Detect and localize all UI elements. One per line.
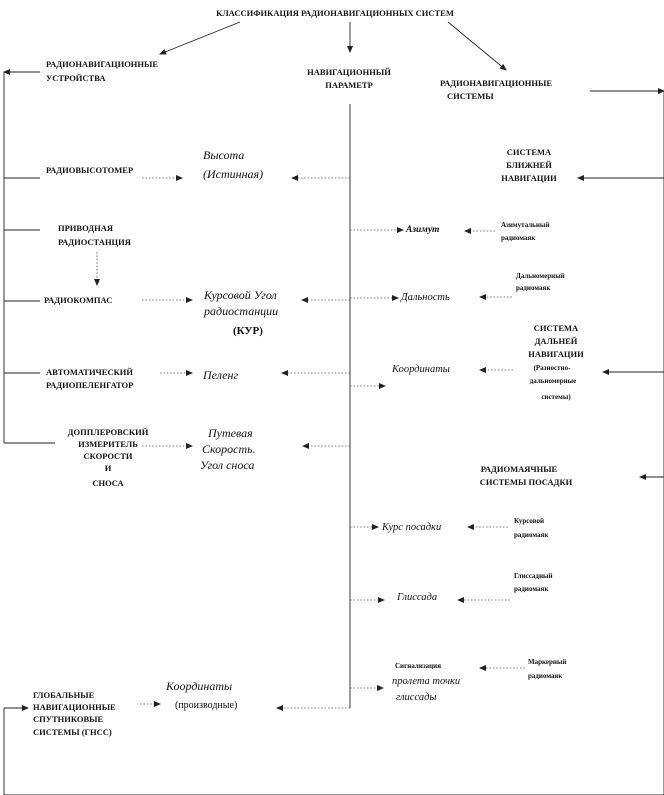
header-systems: РАДИОНАВИГАЦИОННЫЕ СИСТЕМЫ xyxy=(440,78,552,101)
svg-text:СПУТНИКОВЫЕ: СПУТНИКОВЫЕ xyxy=(33,714,103,724)
svg-text:НАВИГАЦИОННЫЕ: НАВИГАЦИОННЫЕ xyxy=(33,702,116,712)
system-landing: РАДИОМАЯЧНЫЕ СИСТЕМЫ ПОСАДКИ xyxy=(480,464,573,487)
svg-text:РАДИОНАВИГАЦИОННЫЕ: РАДИОНАВИГАЦИОННЫЕ xyxy=(46,59,158,69)
svg-text:РАДИОНАВИГАЦИОННЫЕ: РАДИОНАВИГАЦИОННЫЕ xyxy=(440,78,552,88)
svg-text:ДАЛЬНЕЙ: ДАЛЬНЕЙ xyxy=(535,336,578,346)
svg-text:СНОСА: СНОСА xyxy=(92,478,124,488)
system-course-beacon: Курсовой радиомаяк xyxy=(514,517,549,539)
svg-text:радиомаяк: радиомаяк xyxy=(516,284,551,292)
svg-text:ПАРАМЕТР: ПАРАМЕТР xyxy=(325,80,373,90)
device-gnss: ГЛОБАЛЬНЫЕ НАВИГАЦИОННЫЕ СПУТНИКОВЫЕ СИС… xyxy=(33,690,116,737)
svg-text:дальномерные: дальномерные xyxy=(530,377,577,385)
svg-text:РАДИОПЕЛЕНГАТОР: РАДИОПЕЛЕНГАТОР xyxy=(46,380,133,390)
svg-text:СИСТЕМЫ ПОСАДКИ: СИСТЕМЫ ПОСАДКИ xyxy=(480,477,573,487)
svg-text:Скорость.: Скорость. xyxy=(202,442,256,456)
param-bearing: Пеленг xyxy=(202,368,239,382)
param-glide-signal: Сигнализация пролета точки глиссады xyxy=(392,662,460,703)
header-parameter: НАВИГАЦИОННЫЙ ПАРАМЕТР xyxy=(307,67,391,90)
system-glide-beacon: Глиссадный радиомаяк xyxy=(514,572,553,593)
svg-text:системы): системы) xyxy=(541,393,571,401)
system-long-range: СИСТЕМА ДАЛЬНЕЙ НАВИГАЦИИ (Разностно- да… xyxy=(528,323,584,401)
svg-text:Курсовой: Курсовой xyxy=(514,517,544,525)
svg-text:(производные): (производные) xyxy=(175,700,237,711)
svg-text:Путевая: Путевая xyxy=(207,426,253,440)
param-coords-derived: Координаты (производные) xyxy=(165,679,237,711)
connector-lines xyxy=(3,21,664,795)
device-radiocompass: РАДИОКОМПАС xyxy=(44,295,112,305)
svg-text:БЛИЖНЕЙ: БЛИЖНЕЙ xyxy=(506,160,552,170)
svg-text:радиомаяк: радиомаяк xyxy=(528,672,563,680)
svg-text:радиомаяк: радиомаяк xyxy=(514,585,549,593)
svg-text:Угол сноса: Угол сноса xyxy=(200,458,254,472)
svg-text:НАВИГАЦИОННЫЙ: НАВИГАЦИОННЫЙ xyxy=(307,67,391,77)
svg-text:глиссады: глиссады xyxy=(396,692,437,703)
svg-text:Дальномерный: Дальномерный xyxy=(516,272,565,280)
svg-text:Координаты: Координаты xyxy=(165,679,232,693)
svg-text:Азимутальный: Азимутальный xyxy=(501,221,549,229)
param-landing-course: Курс посадки xyxy=(381,522,441,533)
svg-text:Курсовой Угол: Курсовой Угол xyxy=(203,288,277,302)
param-course-angle: Курсовой Угол радиостанции (КУР) xyxy=(203,288,278,337)
svg-text:пролета точки: пролета точки xyxy=(392,676,460,687)
param-kur: (КУР) xyxy=(233,325,263,337)
system-azimuth-beacon: Азимутальный радиомаяк xyxy=(501,221,549,242)
svg-text:Сигнализация: Сигнализация xyxy=(395,662,441,670)
svg-text:РАДИОМАЯЧНЫЕ: РАДИОМАЯЧНЫЕ xyxy=(481,464,558,474)
param-azimuth: Азимут xyxy=(405,225,439,235)
svg-text:СКОРОСТИ: СКОРОСТИ xyxy=(84,451,133,461)
svg-text:Высота: Высота xyxy=(203,148,244,162)
param-ground-speed: Путевая Скорость. Угол сноса xyxy=(200,426,256,472)
svg-text:ИЗМЕРИТЕЛЬ: ИЗМЕРИТЕЛЬ xyxy=(78,439,138,449)
svg-text:УСТРОЙСТВА: УСТРОЙСТВА xyxy=(46,73,106,83)
system-marker-beacon: Маркерный радиомаяк xyxy=(528,658,566,680)
svg-text:НАВИГАЦИИ: НАВИГАЦИИ xyxy=(501,173,557,183)
device-radioaltimeter: РАДИОВЫСОТОМЕР xyxy=(46,165,133,175)
svg-text:РАДИОСТАНЦИЯ: РАДИОСТАНЦИЯ xyxy=(58,237,131,247)
svg-text:Глиссадный: Глиссадный xyxy=(514,572,553,580)
svg-text:радиомаяк: радиомаяк xyxy=(514,531,549,539)
svg-text:СИСТЕМЫ (ГНСС): СИСТЕМЫ (ГНСС) xyxy=(33,727,112,737)
svg-text:СИСТЕМА: СИСТЕМА xyxy=(507,147,552,157)
param-altitude: Высота (Истинная) xyxy=(203,148,263,181)
svg-text:ПРИВОДНАЯ: ПРИВОДНАЯ xyxy=(58,223,113,233)
header-devices: РАДИОНАВИГАЦИОННЫЕ УСТРОЙСТВА xyxy=(46,59,158,83)
svg-text:СИСТЕМЫ: СИСТЕМЫ xyxy=(447,91,494,101)
system-range-beacon: Дальномерный радиомаяк xyxy=(516,272,565,292)
device-direction-finder: АВТОМАТИЧЕСКИЙ РАДИОПЕЛЕНГАТОР xyxy=(46,367,133,390)
svg-text:(Разностно-: (Разностно- xyxy=(534,364,572,372)
svg-text:СИСТЕМА: СИСТЕМА xyxy=(534,323,579,333)
svg-text:НАВИГАЦИИ: НАВИГАЦИИ xyxy=(528,349,584,359)
svg-text:радиомаяк: радиомаяк xyxy=(501,234,536,242)
device-drive-station: ПРИВОДНАЯ РАДИОСТАНЦИЯ xyxy=(58,223,131,247)
svg-text:ГЛОБАЛЬНЫЕ: ГЛОБАЛЬНЫЕ xyxy=(33,690,95,700)
svg-text:И: И xyxy=(105,463,112,473)
param-coords: Координаты xyxy=(391,364,450,375)
param-range: Дальность xyxy=(400,292,450,303)
svg-text:АВТОМАТИЧЕСКИЙ: АВТОМАТИЧЕСКИЙ xyxy=(46,367,133,377)
system-short-range: СИСТЕМА БЛИЖНЕЙ НАВИГАЦИИ xyxy=(501,147,557,183)
dotted-arrows xyxy=(94,175,525,711)
diagram-title: КЛАССИФИКАЦИЯ РАДИОНАВИГАЦИОННЫХ СИСТЕМ xyxy=(216,8,454,18)
param-glideslope: Глиссада xyxy=(396,592,437,603)
device-doppler: ДОППЛЕРОВСКИЙ ИЗМЕРИТЕЛЬ СКОРОСТИ И СНОС… xyxy=(68,427,149,488)
svg-text:ДОППЛЕРОВСКИЙ: ДОППЛЕРОВСКИЙ xyxy=(68,427,149,437)
svg-text:радиостанции: радиостанции xyxy=(203,304,278,318)
svg-text:(Истинная): (Истинная) xyxy=(203,167,263,181)
svg-text:Маркерный: Маркерный xyxy=(528,658,566,666)
